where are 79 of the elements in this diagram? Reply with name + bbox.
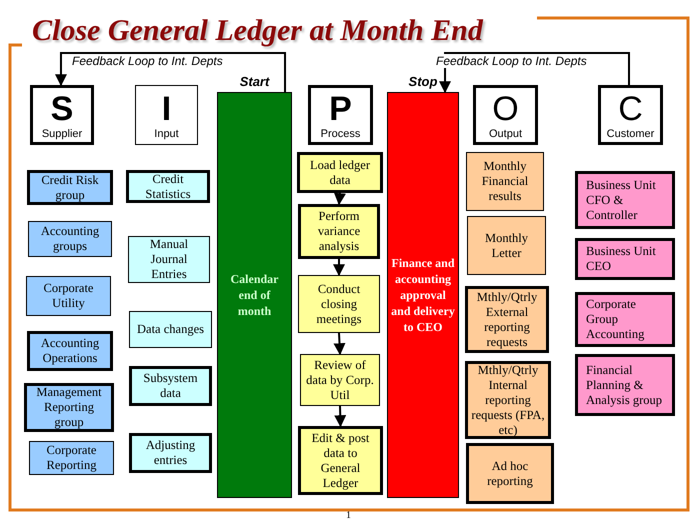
edge-label: Feedback Loop to Int. Depts	[70, 54, 225, 68]
box-text: Edit & post data to General Ledger	[310, 430, 370, 490]
box-text: Review of data by Corp. Util	[305, 358, 375, 402]
sipoc-letter: I	[162, 90, 172, 128]
input-box	[128, 236, 210, 283]
box-text: Corporate Group Accounting	[585, 297, 646, 342]
sipoc-caption: Input	[154, 128, 179, 140]
box-text: Mthly/Qtrly Internal reporting requests (FPA, etc)	[470, 362, 546, 438]
box-text: Credit Statistics	[144, 172, 192, 202]
sipoc-header-box	[30, 85, 94, 145]
output-box	[466, 443, 554, 504]
box-text: Corporate Utility	[42, 281, 94, 311]
box-text: Calendar end of month	[230, 271, 280, 319]
input-box	[129, 311, 212, 348]
box-text: Perform variance analysis	[316, 209, 362, 254]
phase-label: Stop	[408, 74, 438, 90]
input-box	[129, 366, 212, 406]
sipoc-letter: C	[618, 90, 643, 128]
box-text: Ad hoc reporting	[486, 458, 534, 488]
process-box	[298, 204, 380, 259]
box-text: Accounting groups	[40, 224, 100, 254]
output-box	[465, 286, 549, 353]
box-text: Load ledger data	[308, 158, 372, 188]
box-text: Business Unit CEO	[585, 244, 657, 274]
sipoc-header-box	[308, 85, 373, 145]
sipoc-caption: Customer	[606, 128, 654, 140]
supplier-box	[29, 441, 114, 475]
box-text: Subsystem data	[142, 371, 199, 401]
customer-box	[575, 171, 675, 229]
arrow	[334, 406, 346, 428]
sipoc-letter: O	[492, 90, 519, 128]
box-text: Monthly Financial results	[480, 159, 530, 204]
feedback-arrow	[439, 52, 630, 94]
box-text: Monthly Letter	[484, 230, 530, 260]
sipoc-letter: P	[329, 90, 352, 128]
box-text: Conduct closing meetings	[315, 282, 363, 326]
feedback-arrow	[54, 52, 286, 92]
customer-box	[575, 354, 675, 416]
box-text: Financial Planning & Analysis group	[585, 362, 664, 408]
process-box	[297, 152, 383, 193]
input-box	[129, 433, 212, 473]
customer-box	[575, 238, 675, 280]
sipoc-header-box	[598, 85, 663, 145]
supplier-box	[27, 331, 113, 371]
process-box	[298, 426, 383, 495]
supplier-box	[24, 383, 114, 432]
box-text: Adjusting entries	[144, 438, 196, 468]
process-box	[298, 275, 380, 333]
output-box	[467, 216, 546, 275]
input-box	[126, 170, 210, 203]
box-text: Accounting Operations	[40, 336, 100, 366]
sipoc-caption: Output	[488, 128, 522, 140]
output-box	[466, 152, 544, 211]
box-text: Data changes	[136, 322, 205, 337]
box-text: Corporate Reporting	[46, 443, 98, 473]
phase-bar	[217, 92, 292, 498]
supplier-box	[27, 170, 113, 205]
arrow	[334, 192, 346, 206]
sipoc-header-box	[473, 85, 538, 145]
sipoc-header-box	[135, 85, 198, 145]
sipoc-caption: Supplier	[42, 128, 82, 140]
phase-bar	[387, 92, 459, 498]
sipoc-letter: S	[50, 90, 74, 128]
box-text: Mthly/Qtrly External reporting requests	[476, 290, 538, 350]
box-text: Manual Journal Entries	[148, 237, 190, 282]
sipoc-caption: Process	[320, 128, 360, 140]
title: Close General Ledger at Month End	[32, 13, 483, 49]
box-text: Management Reporting group	[35, 385, 103, 430]
arrow	[333, 259, 345, 276]
page-number: 1	[346, 510, 351, 522]
box-text: Credit Risk group	[40, 172, 100, 202]
supplier-box	[26, 276, 111, 316]
phase-label: Start	[238, 74, 271, 90]
supplier-box	[28, 221, 112, 257]
box-text: Finance and accounting approval and delivery to CEO	[390, 255, 456, 335]
edge-label: Feedback Loop to Int. Depts	[434, 54, 589, 68]
arrow	[334, 332, 346, 356]
box-text: Business Unit CFO & Controller	[585, 178, 657, 222]
customer-box	[575, 292, 675, 347]
